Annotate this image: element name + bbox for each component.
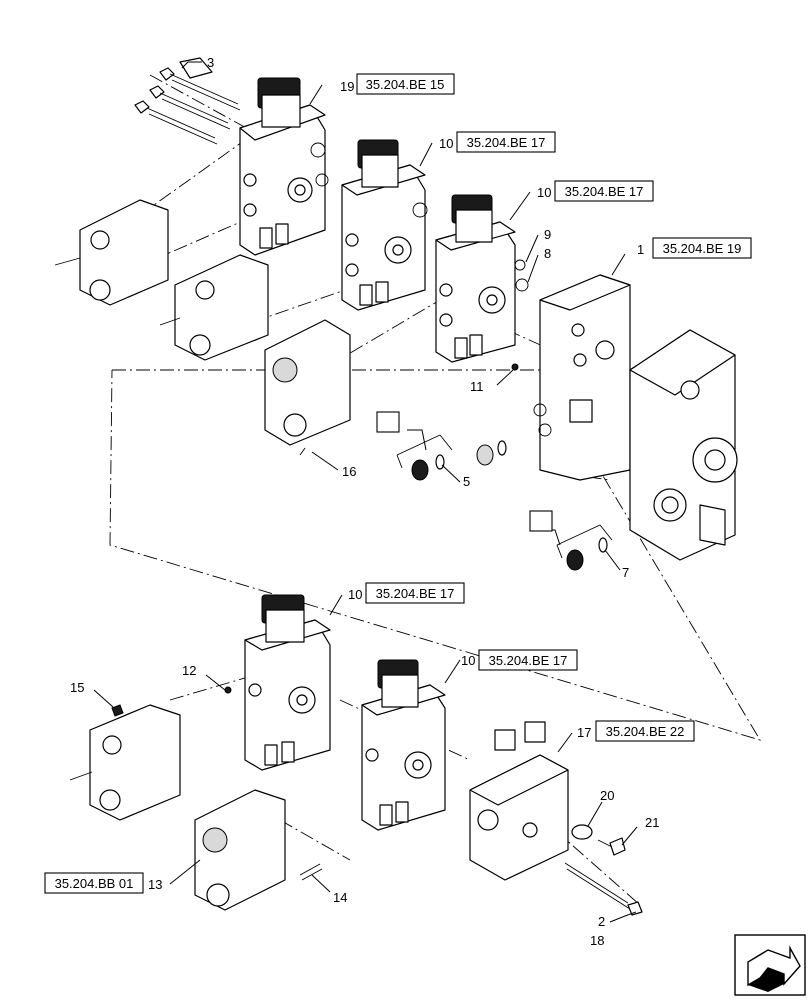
callout-7: 7 — [622, 565, 629, 580]
callout-labels: 3 19 10 10 9 8 1 11 4 5 16 6 7 10 12 15 … — [70, 55, 659, 948]
callout-17: 17 — [577, 725, 591, 740]
ref-35-204-be-22: 35.204.BE 22 — [606, 724, 685, 739]
boxed-callouts — [376, 411, 553, 532]
callout-15: 15 — [70, 680, 84, 695]
callout-5: 5 — [463, 474, 470, 489]
spool-actuator-covers — [54, 199, 351, 911]
ref-35-204-be-17-c: 35.204.BE 17 — [376, 586, 455, 601]
end-section-17 — [469, 721, 643, 916]
callout-13: 13 — [148, 877, 162, 892]
callout-19: 19 — [340, 79, 354, 94]
callout-14: 14 — [333, 890, 347, 905]
callout-10-d: 10 — [461, 653, 475, 668]
valve-section-10-d — [361, 659, 446, 831]
ref-35-204-be-17-a: 35.204.BE 17 — [467, 135, 546, 150]
next-page-arrow-icon[interactable] — [734, 934, 806, 996]
valve-section-19 — [239, 77, 329, 256]
ref-35-204-be-17-b: 35.204.BE 17 — [565, 184, 644, 199]
inlet-section-1 — [533, 274, 738, 561]
callout-21: 21 — [645, 815, 659, 830]
callout-2: 2 — [598, 914, 605, 929]
tie-rod-bolts — [134, 57, 241, 145]
ref-35-204-be-17-d: 35.204.BE 17 — [489, 653, 568, 668]
valve-section-10-a — [341, 139, 428, 311]
callout-1: 1 — [637, 242, 644, 257]
ref-35-204-bb-01: 35.204.BB 01 — [55, 876, 134, 891]
callout-10-b: 10 — [537, 185, 551, 200]
reference-boxes: 35.204.BE 15 35.204.BE 17 35.204.BE 17 3… — [44, 73, 752, 894]
callout-3: 3 — [207, 55, 214, 70]
callout-10-c: 10 — [348, 587, 362, 602]
callout-18: 18 — [590, 933, 604, 948]
valve-section-10-b — [435, 194, 529, 363]
callout-8: 8 — [544, 246, 551, 261]
valve-section-10-c — [244, 594, 331, 771]
ref-35-204-be-15: 35.204.BE 15 — [366, 77, 445, 92]
ref-35-204-be-19: 35.204.BE 19 — [663, 241, 742, 256]
callout-10-a: 10 — [439, 136, 453, 151]
callout-11: 11 — [470, 379, 484, 394]
callout-9: 9 — [544, 227, 551, 242]
leader-lines — [93, 61, 638, 923]
callout-16: 16 — [342, 464, 356, 479]
callout-12: 12 — [182, 663, 196, 678]
plug-kit-parts — [396, 434, 613, 571]
callout-20: 20 — [600, 788, 614, 803]
